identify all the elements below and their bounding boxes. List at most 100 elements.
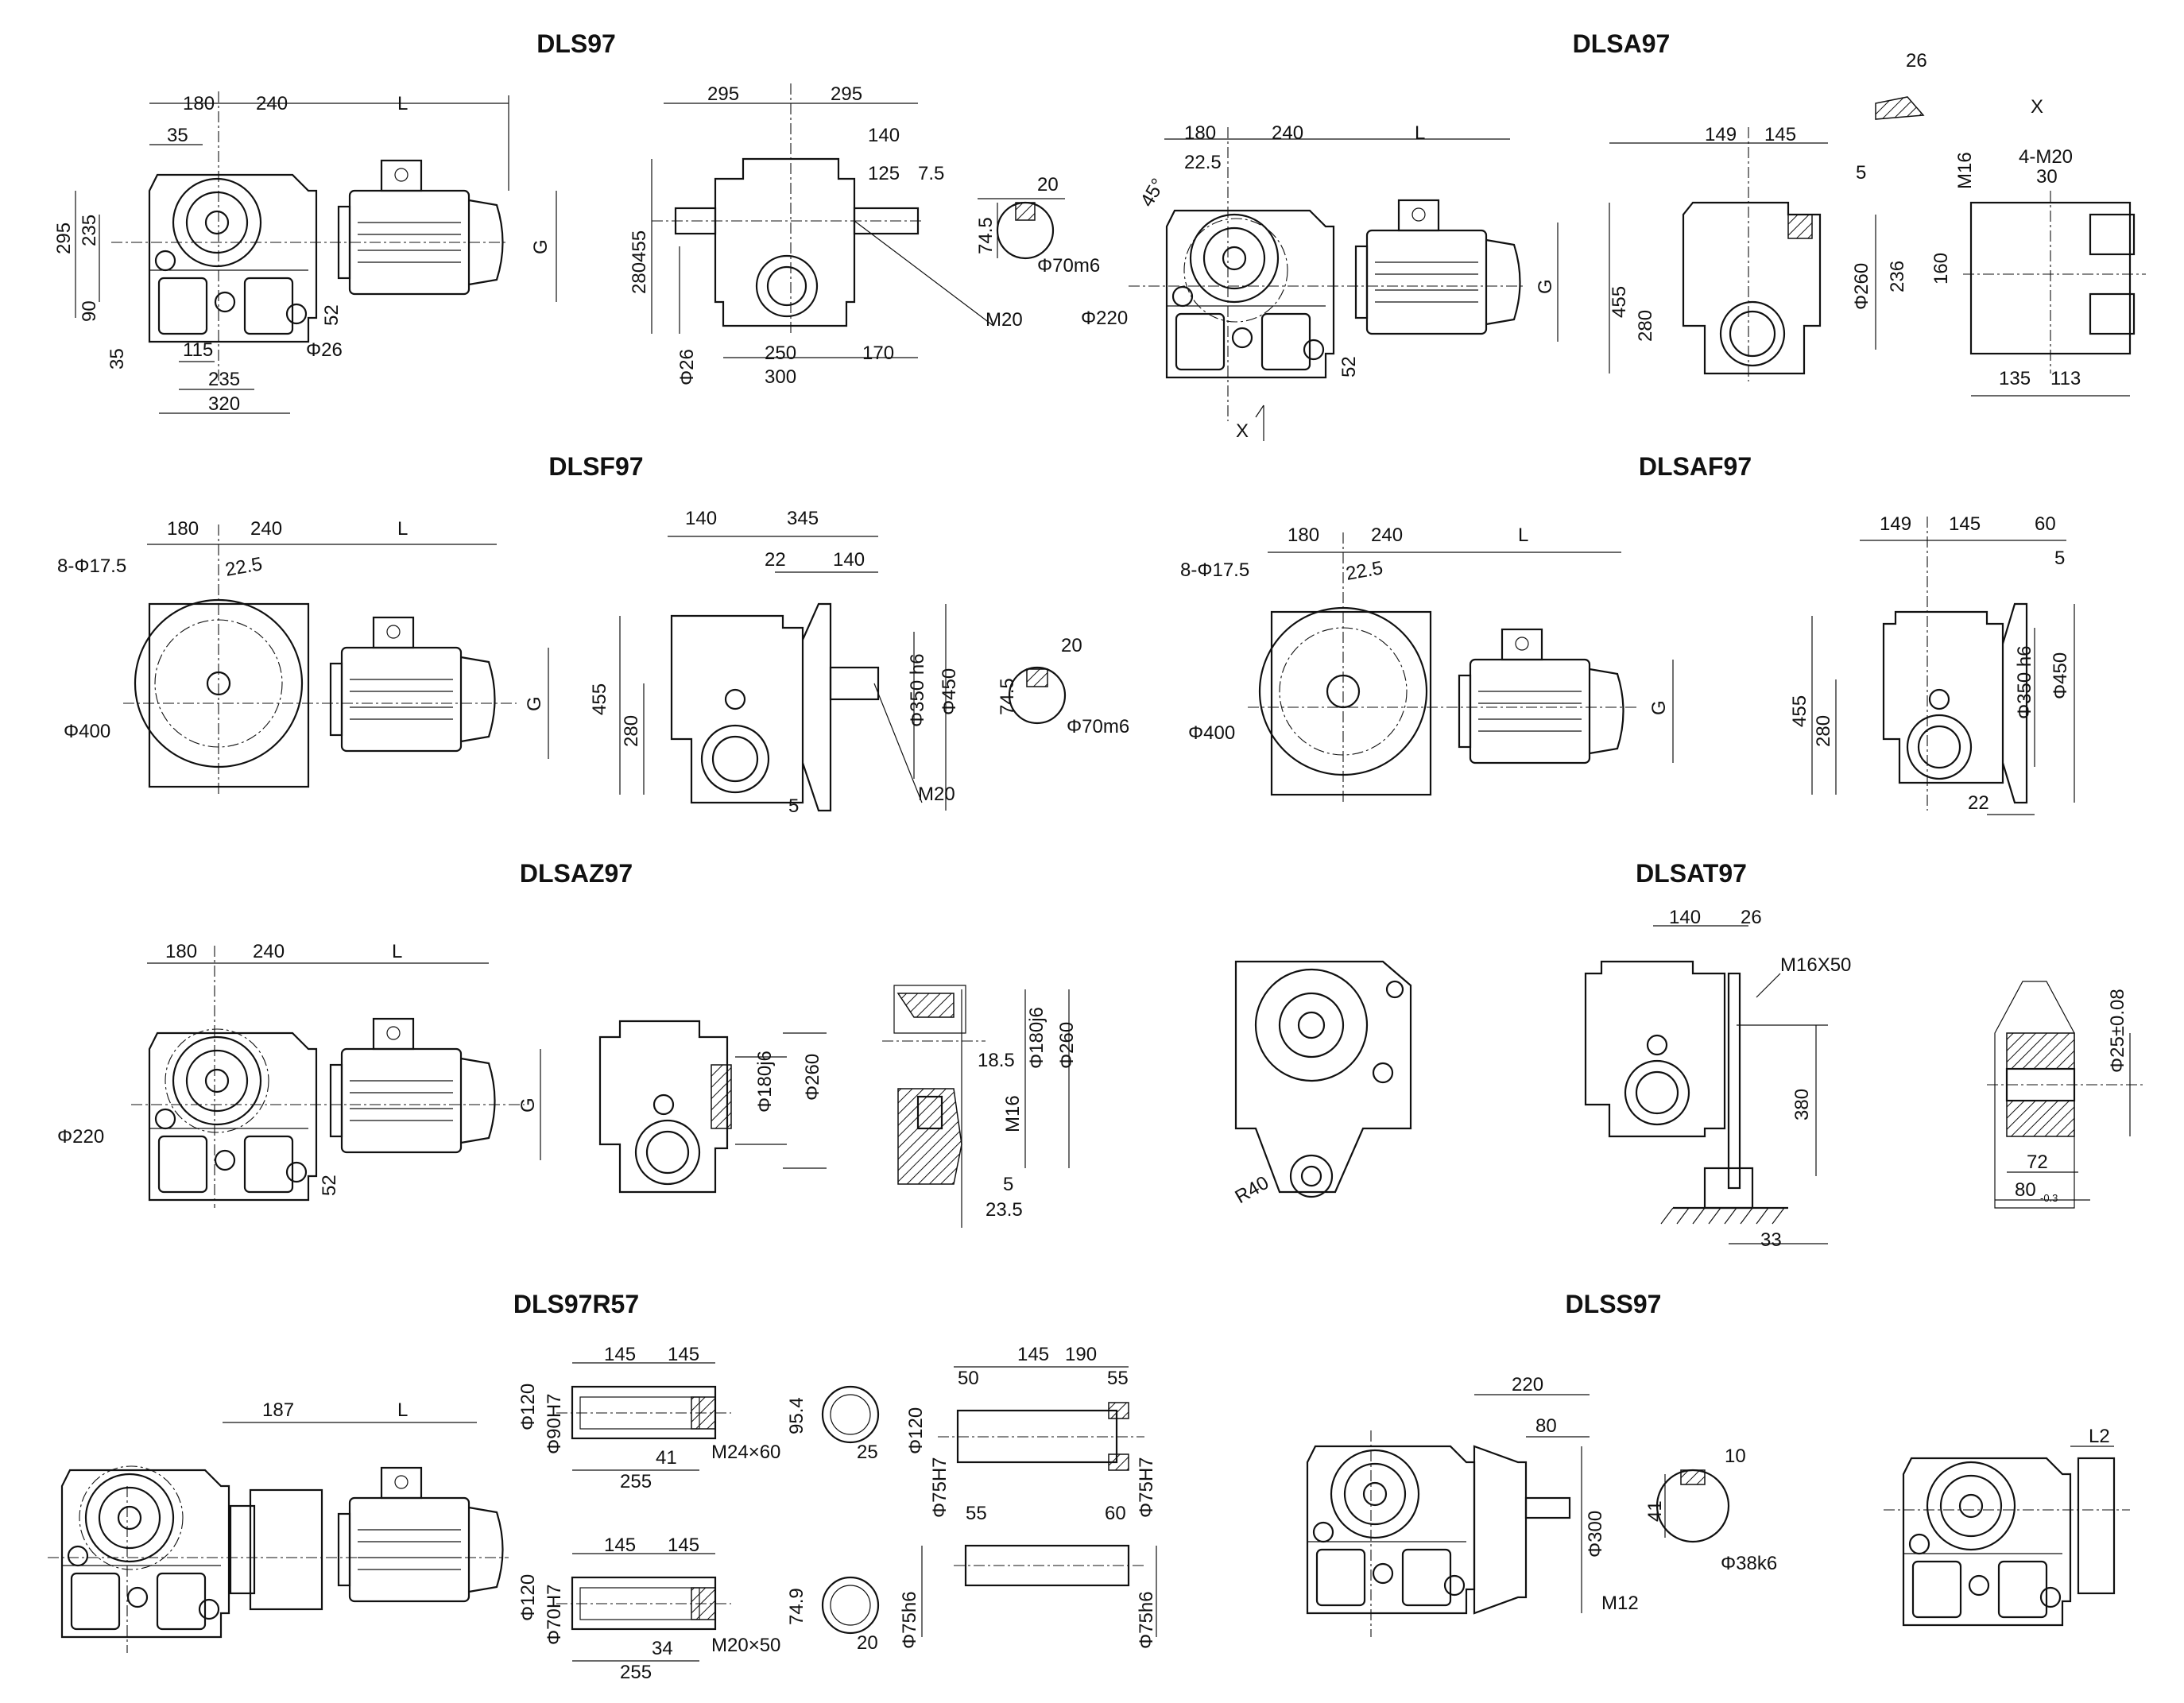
dim: 55 [1107,1368,1129,1389]
dim: L [397,1399,408,1421]
dim: 8-Φ17.5 [1180,559,1249,581]
dim: Φ180j6 [754,1051,776,1113]
dim: 187 [262,1399,294,1421]
dls97-side-view [651,83,1065,358]
dim: 240 [1371,524,1403,546]
dim: L2 [2089,1426,2110,1447]
dim: 26 [1906,50,1927,72]
dim: 41 [1644,1500,1666,1522]
dim: 113 [2050,368,2081,389]
dlsat97-side-view [1584,925,1828,1244]
dim: 60 [1105,1503,1126,1524]
dim: 140 [1669,907,1701,928]
dim: Φ26 [306,339,343,361]
dlsf97-side-view [619,536,1067,812]
dim: 149 [1880,513,1911,535]
dim: 74.5 [997,678,1018,715]
dim: Φ180j6 [1026,1007,1047,1069]
dim: Φ70H7 [544,1584,565,1645]
dim: M16X50 [1780,954,1851,976]
dim: 74.5 [975,217,997,254]
dlsaf97-front-view [1248,532,1674,803]
dim: 60 [2035,513,2056,535]
dim: 180 [165,941,197,962]
dim: G [517,1097,539,1113]
dls97-front-view [75,91,557,414]
dim: 180 [167,518,199,540]
dlsat97-bushing-detail [1987,981,2146,1209]
dls97r57-front-view [48,1422,509,1653]
dlsaz97-side-view [598,985,1070,1228]
dim: Φ400 [1188,722,1235,744]
dim: R40 [1232,1172,1273,1208]
dlss97-front-view [1306,1394,1730,1637]
dim: G [1535,279,1556,294]
dim: 7.5 [918,163,944,184]
dim: 455 [629,230,650,262]
dim: 20 [1037,174,1059,195]
dim: Φ350 h6 [2014,645,2035,719]
dim: 295 [831,83,862,105]
dim: 235 [79,215,100,246]
dim: 240 [256,93,288,114]
dim: Φ450 [939,668,960,715]
dim: 30 [2036,166,2058,188]
dim: 22 [765,549,786,571]
dim: 190 [1065,1344,1097,1365]
dim: 41 [656,1447,677,1469]
dim: Φ75H7 [929,1457,951,1518]
dls97r57-hollow-shaft-2 [556,1553,880,1662]
dim: Φ450 [2050,652,2071,699]
dim: Φ120 [905,1407,927,1454]
dim: 160 [1930,253,1952,284]
dim: 180 [183,93,215,114]
dim: 25 [857,1442,878,1463]
title-dlsf97: DLSF97 [548,452,643,481]
dim: 255 [620,1471,652,1492]
dim: 52 [1338,356,1360,377]
title-dlss97: DLSS97 [1566,1290,1662,1318]
dim: 52 [319,1175,340,1196]
dim: 5 [1856,162,1866,184]
dim: G [524,696,545,711]
title-dlsa97: DLSA97 [1573,29,1671,58]
dim: Φ300 [1585,1511,1606,1558]
dim: Φ260 [1851,263,1872,310]
dim: 455 [589,683,610,715]
dim: Φ75H7 [1136,1457,1157,1518]
dlsat97-front-view [1234,960,1412,1198]
dim: 255 [620,1662,652,1683]
title-dlsat97: DLSAT97 [1636,859,1747,888]
dim: 4-M20 [2019,146,2073,168]
dim: 35 [106,348,128,370]
dim: Φ220 [57,1126,104,1148]
dim: 145 [1764,124,1796,145]
dim: 135 [1999,368,2031,389]
dim: 145 [668,1535,699,1556]
dim: 22.5 [1344,557,1384,585]
dim: 90 [79,300,100,322]
dim: 20 [1061,635,1082,656]
dim: 295 [707,83,739,105]
title-dls97r57: DLS97R57 [513,1290,639,1318]
dim: 280 [1813,715,1834,747]
dim: 95.4 [786,1397,807,1434]
dim: G [530,239,552,254]
dim: 140 [868,125,900,146]
dim: 10 [1725,1446,1746,1467]
dim: 145 [604,1344,636,1365]
dim: 250 [765,343,796,364]
dim: 34 [652,1638,673,1659]
title-dlsaz97: DLSAZ97 [520,859,633,888]
dim: 280 [1635,310,1656,342]
dim: 18.5 [978,1050,1015,1071]
dim: Φ38k6 [1721,1553,1777,1574]
dim: 8-Φ17.5 [57,555,126,577]
dim: Φ90H7 [544,1393,565,1454]
dim: 45° [1137,175,1170,211]
dim: 380 [1791,1089,1813,1120]
dlsf97-front-view [123,524,549,795]
dim: Φ75h6 [899,1591,920,1649]
